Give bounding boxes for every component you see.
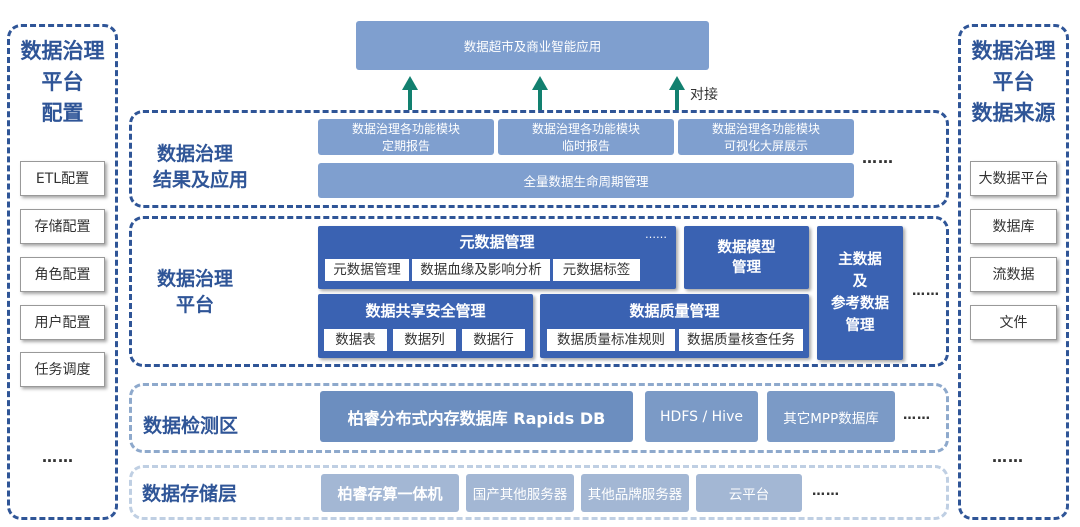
detect-more: ……	[903, 408, 931, 423]
hdfs-hive-box[interactable]: HDFS / Hive	[645, 391, 758, 442]
platform-section-title: 数据治理 平台	[157, 268, 234, 316]
report-dashboard[interactable]: 数据治理各功能模块 可视化大屏展示	[678, 119, 854, 155]
security-item-column[interactable]: 数据列	[393, 329, 456, 351]
master-data-management-box[interactable]: 主数据 及 参考数据 管理	[817, 226, 903, 360]
storage-item-integrated-machine[interactable]: 柏睿存算一体机	[321, 474, 459, 512]
top-app-box[interactable]: 数据超市及商业智能应用	[356, 21, 709, 70]
right-panel-title: 数据治理 平台 数据来源	[971, 39, 1056, 125]
top-app-label: 数据超市及商业智能应用	[463, 39, 602, 54]
metadata-item-lineage[interactable]: 数据血缘及影响分析	[412, 259, 550, 281]
connect-label: 对接	[690, 87, 718, 103]
left-item-etl-config[interactable]: ETL配置	[20, 161, 105, 196]
results-more: ……	[862, 149, 894, 167]
left-panel-more: ……	[42, 448, 74, 466]
data-security-title: 数据共享安全管理	[365, 302, 486, 320]
results-section-title: 数据治理 结果及应用	[153, 143, 249, 191]
storage-section	[129, 465, 949, 520]
right-source-panel	[958, 24, 1069, 520]
platform-section	[129, 216, 949, 367]
metadata-item-manage[interactable]: 元数据管理	[325, 259, 409, 281]
results-section	[129, 110, 949, 208]
security-item-row[interactable]: 数据行	[462, 329, 525, 351]
arrow-up-2	[532, 76, 548, 110]
storage-section-title: 数据存储层	[142, 483, 238, 505]
data-quality-title: 数据质量管理	[629, 302, 720, 320]
left-panel-title: 数据治理 平台 配置	[20, 39, 105, 125]
right-item-stream-data[interactable]: 流数据	[970, 257, 1057, 292]
metadata-management-title: 元数据管理	[459, 233, 535, 251]
left-item-user-config[interactable]: 用户配置	[20, 305, 105, 340]
platform-more: ……	[912, 284, 940, 299]
data-model-management-box[interactable]: 数据模型 管理	[684, 226, 809, 289]
left-item-storage-config[interactable]: 存储配置	[20, 209, 105, 244]
arrow-up-3	[669, 76, 685, 110]
storage-item-cloud-platform[interactable]: 云平台	[696, 474, 802, 512]
storage-item-other-brand-servers[interactable]: 其他品牌服务器	[581, 474, 689, 512]
left-config-panel	[7, 24, 118, 520]
storage-item-domestic-servers[interactable]: 国产其他服务器	[466, 474, 574, 512]
storage-more: ……	[812, 484, 840, 499]
detect-section	[129, 383, 949, 453]
quality-item-rules[interactable]: 数据质量标准规则	[547, 329, 675, 351]
lifecycle-management[interactable]: 全量数据生命周期管理	[318, 163, 854, 198]
metadata-item-tags[interactable]: 元数据标签	[553, 259, 640, 281]
left-item-role-config[interactable]: 角色配置	[20, 257, 105, 292]
rapids-db-box[interactable]: 柏睿分布式内存数据库 Rapids DB	[320, 391, 633, 442]
arrow-up-1	[402, 76, 418, 110]
metadata-more: ……	[645, 228, 667, 241]
right-item-database[interactable]: 数据库	[970, 209, 1057, 244]
right-item-bigdata-platform[interactable]: 大数据平台	[970, 161, 1057, 196]
right-item-file[interactable]: 文件	[970, 305, 1057, 340]
security-item-table[interactable]: 数据表	[324, 329, 387, 351]
quality-item-tasks[interactable]: 数据质量核查任务	[679, 329, 803, 351]
report-periodic[interactable]: 数据治理各功能模块 定期报告	[318, 119, 494, 155]
left-item-task-schedule[interactable]: 任务调度	[20, 352, 105, 387]
detect-section-title: 数据检测区	[143, 415, 239, 437]
right-panel-more: ……	[992, 448, 1024, 466]
other-mpp-db-box[interactable]: 其它MPP数据库	[767, 391, 895, 442]
report-adhoc[interactable]: 数据治理各功能模块 临时报告	[498, 119, 674, 155]
